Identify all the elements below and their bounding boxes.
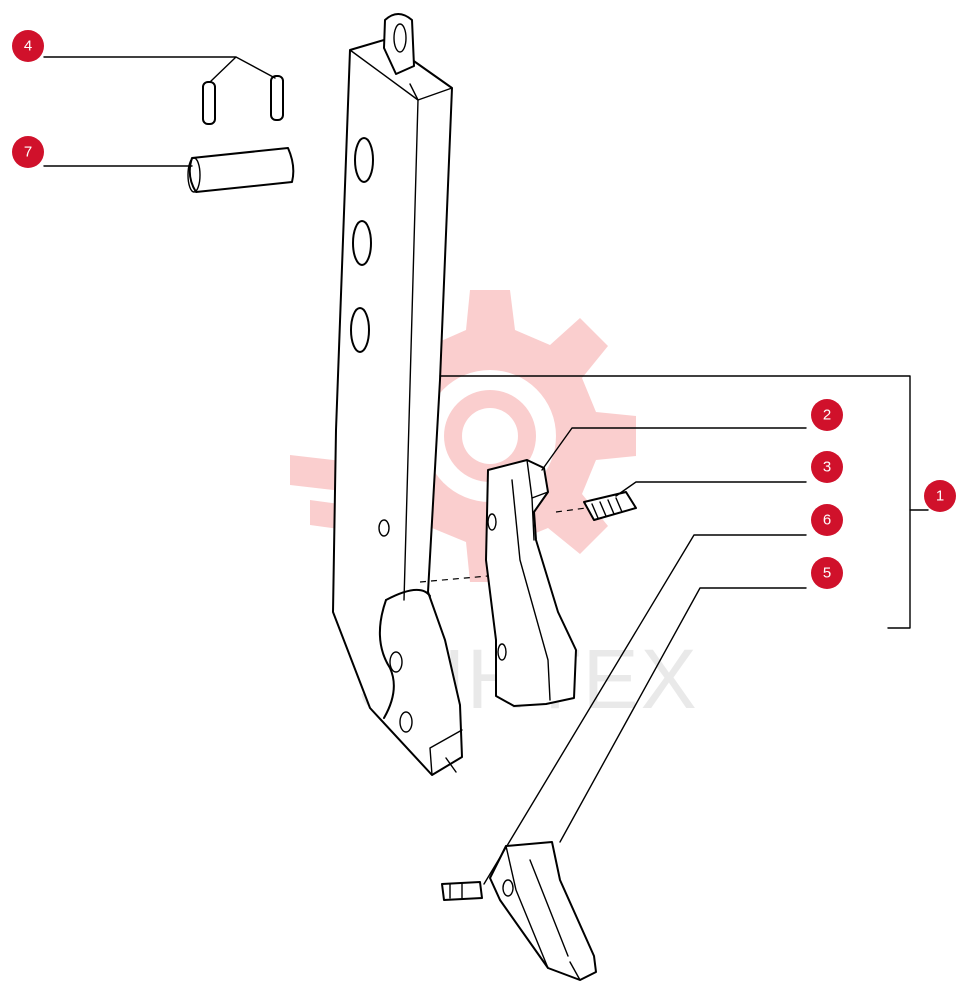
callout-label: 4 xyxy=(24,38,32,55)
callout-label: 7 xyxy=(24,144,32,161)
shank-pin-part xyxy=(187,147,295,193)
callout-label: 1 xyxy=(936,488,944,505)
roll-pins-part xyxy=(202,75,284,125)
callout-5[interactable]: 5 xyxy=(811,557,843,589)
tip-pin-part xyxy=(441,881,483,901)
callout-7[interactable]: 7 xyxy=(12,136,44,168)
callout-label: 5 xyxy=(823,565,831,582)
protector-pin-part xyxy=(583,491,637,521)
callout-label: 2 xyxy=(823,407,831,424)
callout-label: 6 xyxy=(823,512,831,529)
assembly-line-protector xyxy=(419,575,489,583)
ripper-shank-part xyxy=(332,13,463,776)
callout-1[interactable]: 1 xyxy=(924,480,956,512)
assembly-line-pin xyxy=(555,507,587,513)
shank-protector-part xyxy=(485,459,577,707)
callout-6[interactable]: 6 xyxy=(811,504,843,536)
leader-lines xyxy=(43,56,929,885)
ripper-tip-part xyxy=(489,841,597,981)
callout-2[interactable]: 2 xyxy=(811,399,843,431)
callout-3[interactable]: 3 xyxy=(811,451,843,483)
callout-4[interactable]: 4 xyxy=(12,30,44,62)
callout-label: 3 xyxy=(823,459,831,476)
